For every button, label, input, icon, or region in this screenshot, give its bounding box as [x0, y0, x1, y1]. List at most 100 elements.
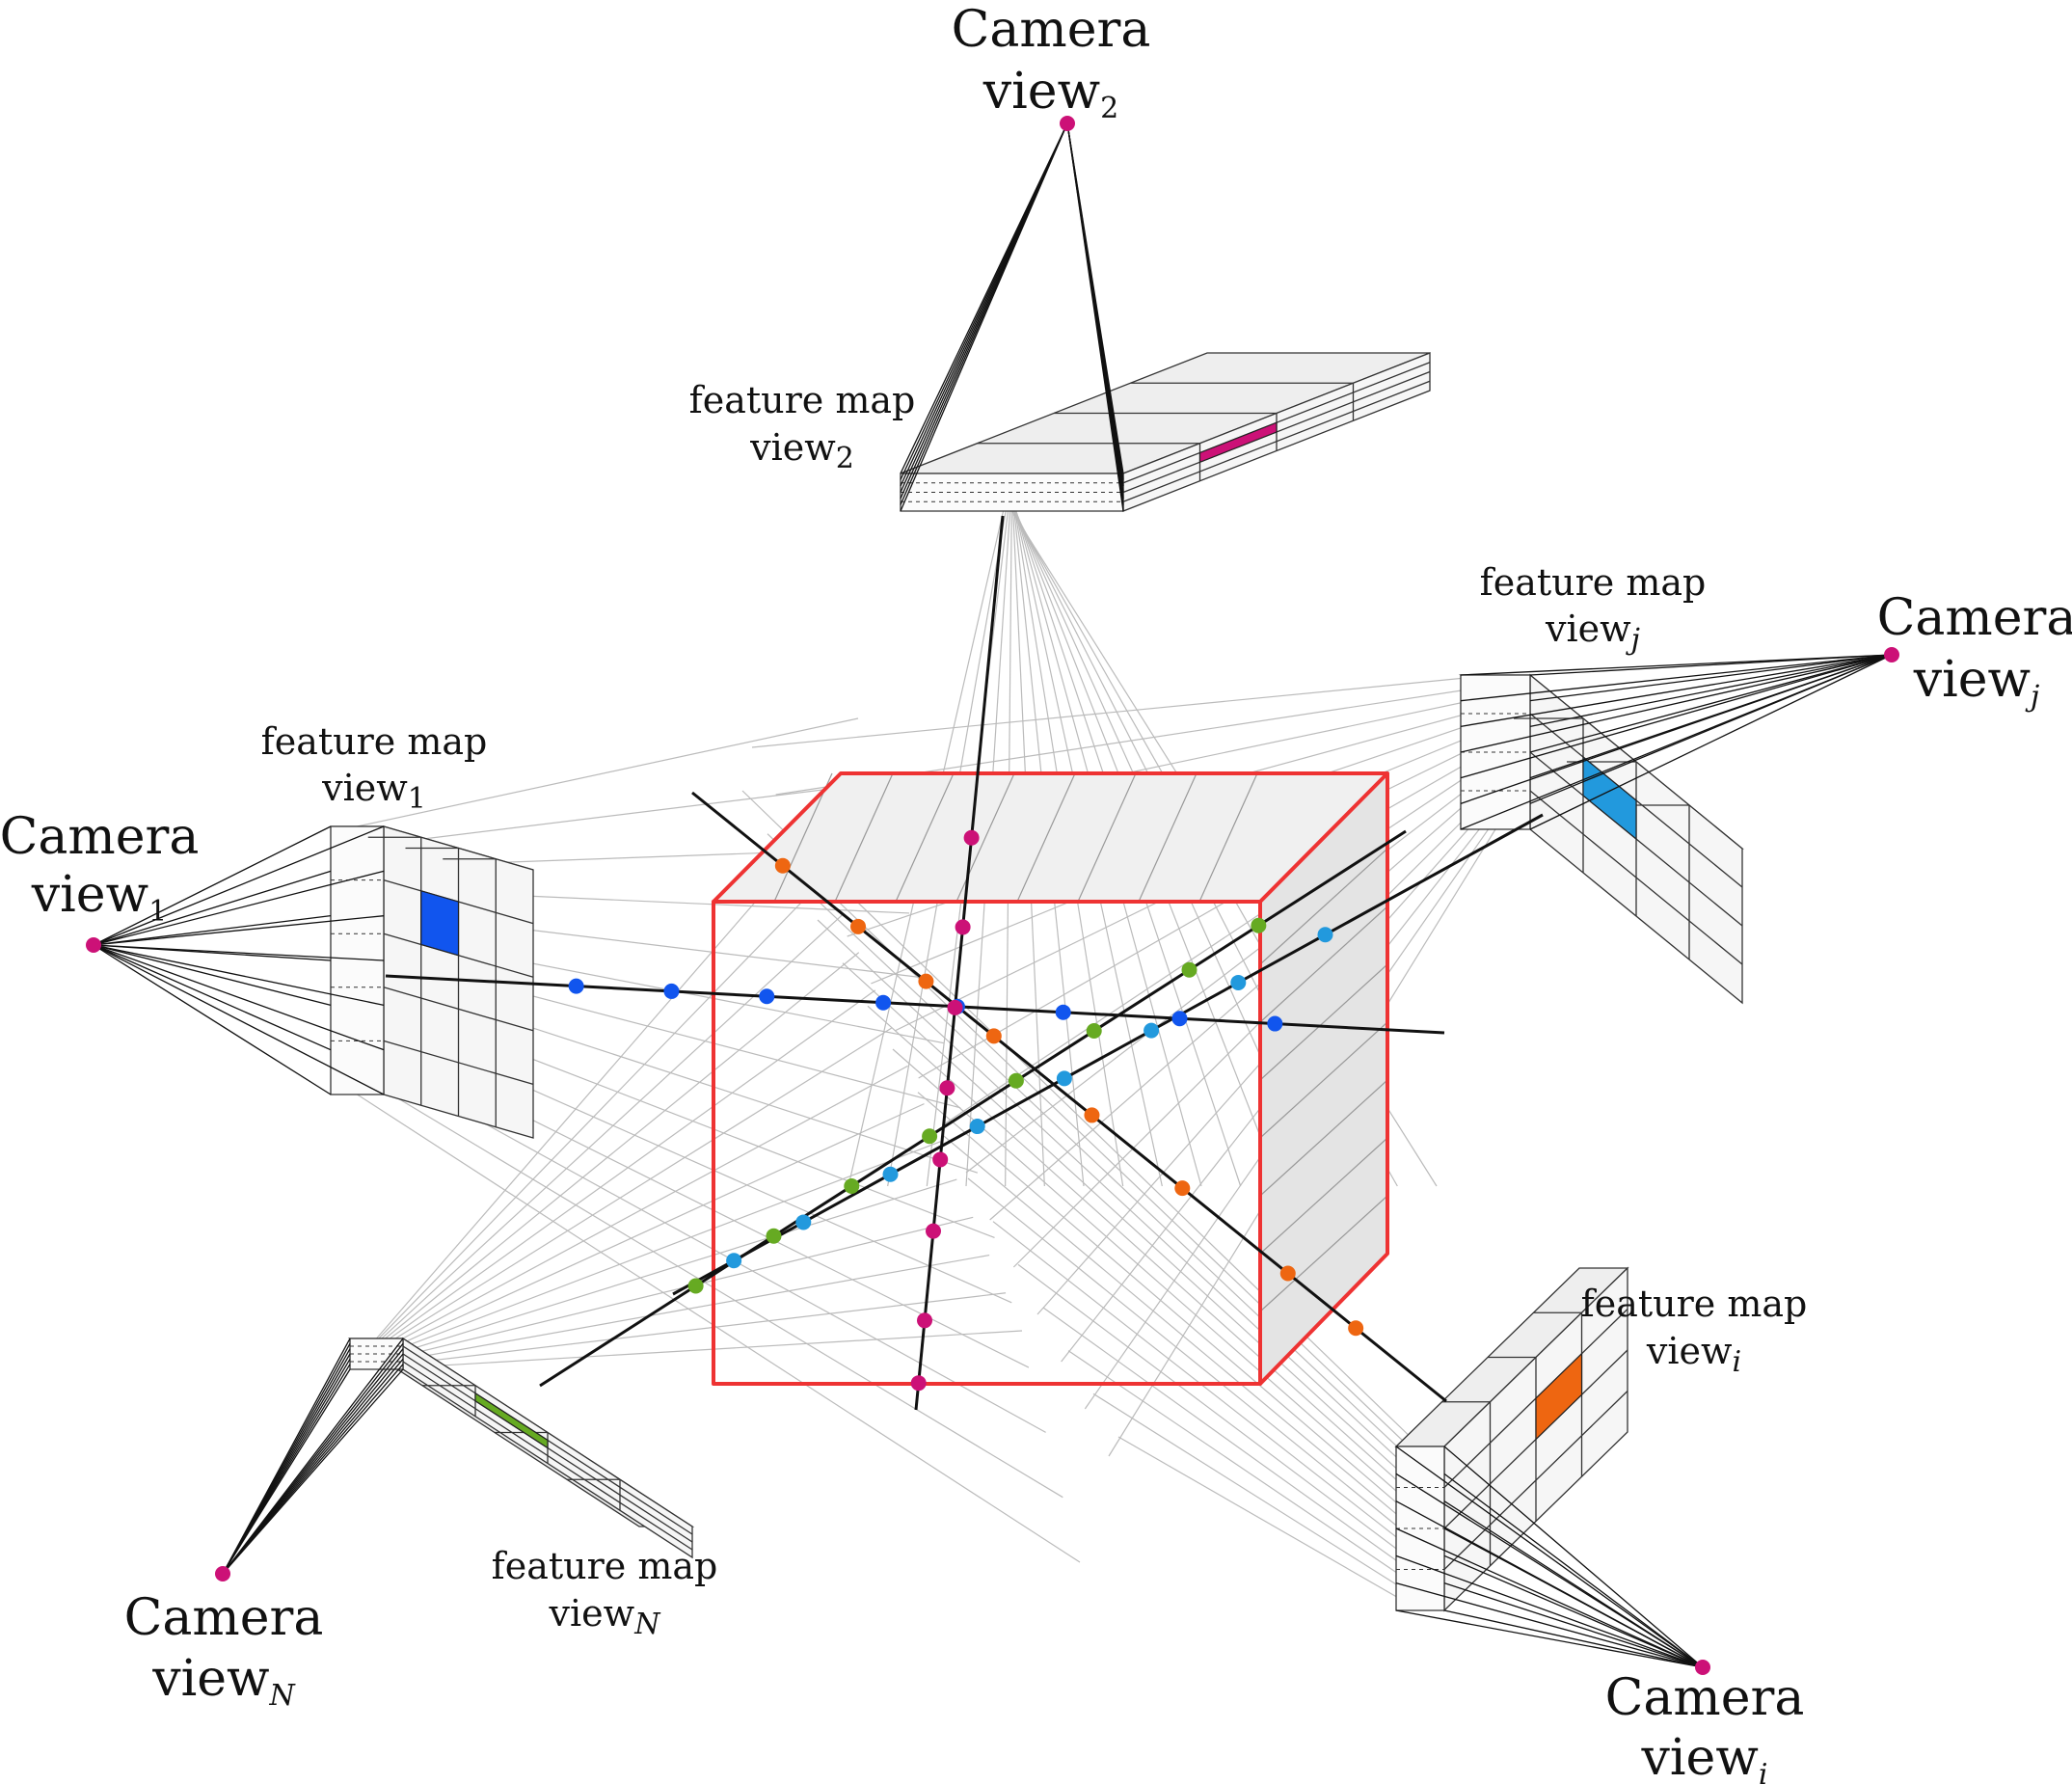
sample-point-view2 [932, 1151, 949, 1168]
sample-point-view1 [663, 983, 680, 999]
frustum-line-view1 [93, 944, 332, 1051]
frustum-line-viewj [1460, 654, 1893, 702]
top-face-line [1077, 772, 1137, 903]
fan-line-viewN [376, 876, 827, 1341]
frustum-line-viewj [1460, 654, 1893, 727]
sample-point-viewN [1008, 1072, 1024, 1089]
sample-point-viewi [850, 918, 867, 934]
sample-point-view1 [1267, 1015, 1283, 1032]
camera-center-viewj [1884, 647, 1899, 662]
top-face-line [1198, 772, 1258, 903]
frustum-line-view1 [93, 944, 385, 1051]
camera-viewj-title: Camera [1877, 589, 2072, 647]
fan-line-viewj [1012, 787, 1496, 1268]
fan-line-view1 [357, 1094, 1081, 1563]
fan-line-viewi [842, 962, 1421, 1491]
fan-line-view1 [357, 782, 875, 848]
camera-centers [86, 116, 1899, 1675]
volume-right-face [1260, 773, 1387, 1384]
ray-view2 [914, 515, 1005, 1411]
frustum-line-viewi [1443, 1554, 1704, 1668]
frustum-line-view1 [93, 870, 332, 946]
frustum-line-viewi [1443, 1500, 1704, 1668]
frustum-line-viewj [1460, 654, 1893, 753]
sample-point-viewj [1056, 1070, 1072, 1087]
ray-sample-points [568, 829, 1364, 1392]
sample-point-view2 [947, 999, 963, 1015]
right-face-line [1259, 1079, 1388, 1197]
sample-point-view2 [939, 1080, 955, 1096]
fan-line-viewi [1092, 1392, 1421, 1601]
fan-line-viewN [376, 989, 876, 1349]
feature-map-view1-title: feature map [261, 720, 488, 763]
frustum-line-viewj [1460, 654, 1893, 830]
fan-line-viewN [376, 952, 860, 1346]
frustum-line-view1 [93, 915, 385, 946]
volume-top-face [713, 773, 1387, 902]
frustum-line-view2 [900, 122, 1068, 512]
feature-map-highlight-cell [1535, 1352, 1583, 1441]
feature-map-viewi [1394, 1266, 1629, 1612]
fan-line-viewj [989, 777, 1496, 1221]
fan-line-viewi [767, 833, 1421, 1458]
frustum-line-viewN [222, 1368, 404, 1575]
frustum-line-viewi [1395, 1609, 1704, 1668]
camera-viewN-label: viewN [151, 1650, 296, 1713]
fan-line-viewi [792, 876, 1421, 1470]
feature-map-highlight-cell [474, 1392, 549, 1449]
fan-line-viewi [817, 919, 1421, 1480]
fan-line-viewN [376, 1254, 990, 1365]
fan-line-viewi [917, 1092, 1421, 1524]
feature-map-grid-line [402, 1361, 693, 1551]
sample-point-viewN [1251, 917, 1267, 933]
fan-line-viewN [376, 1027, 892, 1351]
frustum-line-viewj [1460, 654, 1893, 804]
camera-viewi-label: viewi [1641, 1729, 1768, 1784]
sample-point-viewj [969, 1119, 985, 1135]
frustum-line-view1 [93, 944, 332, 1006]
sample-point-viewi [774, 857, 791, 874]
frustum-line-viewi [1395, 1554, 1704, 1668]
feature-map-grid-line [1529, 790, 1743, 965]
sample-point-viewj [726, 1253, 742, 1269]
feature-map-view1-label: view1 [321, 767, 426, 816]
sample-point-view2 [917, 1312, 932, 1329]
fan-line-viewi [1042, 1307, 1421, 1579]
fan-line-viewi [992, 1221, 1421, 1556]
fan-line-viewN [376, 1216, 974, 1364]
feature-map-viewj-label: viewj [1545, 608, 1640, 657]
feature-map-highlight-cell [1198, 421, 1278, 464]
sample-point-view1 [759, 988, 775, 1005]
fan-line-viewi [1017, 1263, 1421, 1568]
frustum-line-viewi [1443, 1609, 1704, 1668]
camera-viewN-title: Camera [124, 1589, 324, 1647]
feature-map-viewj-title: feature map [1480, 561, 1707, 604]
top-face-line [834, 772, 894, 903]
feature-map-view2 [900, 352, 1431, 512]
fan-line-viewN [376, 1292, 1007, 1368]
fan-line-viewN [376, 838, 811, 1339]
camera-viewj-label: viewj [1913, 651, 2040, 714]
sample-point-viewj [795, 1214, 812, 1230]
frustum-line-viewi [1395, 1582, 1704, 1668]
right-face-line [1259, 1137, 1388, 1255]
sample-point-viewN [687, 1278, 704, 1294]
volume-right-edges [1258, 773, 1389, 1386]
fan-line-view1 [357, 717, 859, 827]
frustum-line-viewi [1395, 1527, 1704, 1668]
volume-cube [712, 771, 1389, 1386]
feature-map-viewi-title: feature map [1581, 1283, 1808, 1325]
feature-map-viewN-title: feature map [492, 1545, 718, 1587]
rays [385, 515, 1544, 1411]
fan-line-viewj [965, 767, 1496, 1174]
feature-map-grid-line [1443, 1391, 1628, 1570]
sample-point-viewi [985, 1028, 1002, 1044]
sample-point-viewi [1279, 1265, 1296, 1282]
feature-map-viewi-label: viewi [1646, 1330, 1741, 1379]
sample-point-view1 [1055, 1004, 1071, 1020]
sample-point-viewN [1181, 961, 1197, 978]
feature-map-view2-title: feature map [689, 379, 916, 421]
top-face-line [1138, 772, 1197, 903]
frustum-line-viewi [1443, 1527, 1704, 1668]
